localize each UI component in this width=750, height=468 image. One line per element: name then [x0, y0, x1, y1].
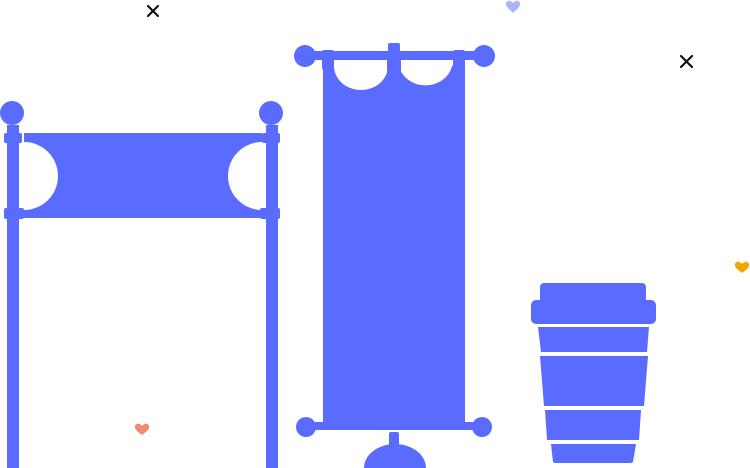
horizontal-banner-stand — [0, 101, 283, 468]
top-rod-left-finial — [294, 45, 316, 67]
horizontal-banner-cloth — [24, 133, 262, 218]
left-post — [7, 125, 19, 468]
rod-hanger-left — [322, 50, 334, 70]
cross-icon — [679, 54, 694, 69]
left-bottom-collar — [4, 208, 24, 219]
bottom-rod-right-finial — [472, 417, 492, 437]
right-top-collar — [262, 133, 280, 143]
cup-lid-rim — [531, 300, 656, 324]
cup-sleeve — [540, 356, 648, 406]
cup-body-upper — [538, 327, 649, 352]
rod-hanger-right — [453, 50, 465, 70]
heart-icon — [505, 0, 521, 13]
bottom-rod — [304, 422, 482, 430]
right-post-finial — [259, 101, 283, 125]
left-top-collar — [4, 133, 22, 143]
coffee-cup-icon — [531, 283, 656, 463]
heart-icon — [734, 261, 750, 273]
right-post — [266, 125, 278, 468]
bottom-rod-left-finial — [296, 417, 316, 437]
rod-hanger-top — [388, 43, 400, 53]
cross-icon — [146, 4, 160, 18]
heart-icon — [134, 423, 150, 435]
base-stem — [389, 432, 399, 448]
vertical-banner-cloth — [323, 66, 465, 430]
left-post-finial — [0, 101, 24, 125]
right-bottom-collar — [260, 208, 280, 219]
top-rod-right-finial — [473, 45, 495, 67]
cup-body-lower — [545, 410, 641, 440]
vertical-banner-stand — [294, 43, 495, 468]
cup-bottom — [551, 444, 636, 463]
base-dome — [364, 444, 426, 468]
cup-lid-top — [540, 283, 646, 303]
